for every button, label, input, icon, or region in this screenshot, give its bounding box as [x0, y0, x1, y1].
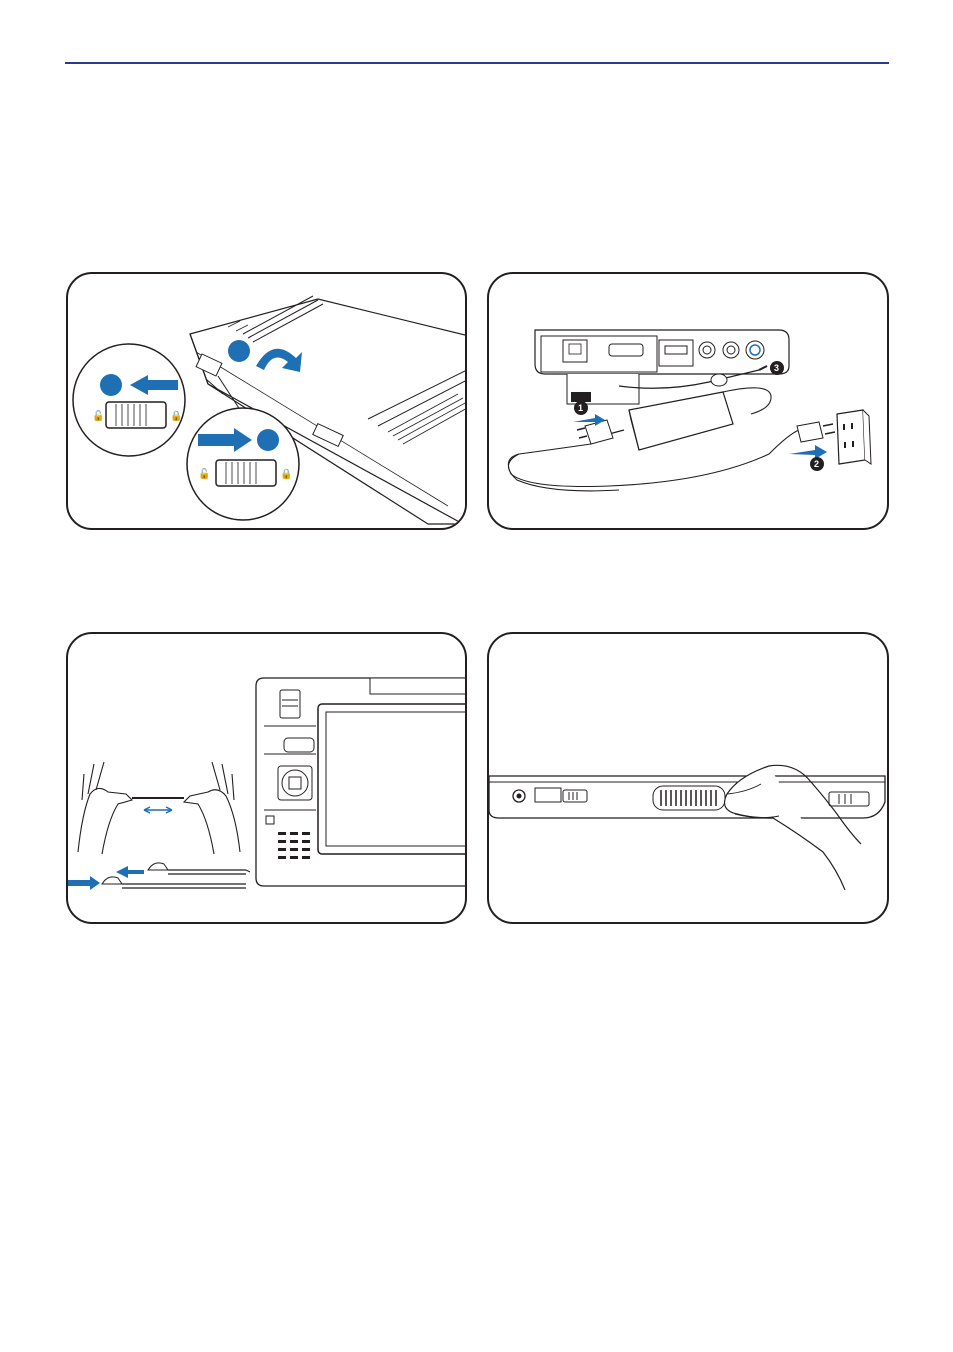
hands-icon — [78, 788, 132, 854]
wall-outlet-icon — [837, 410, 865, 464]
switch-icon — [563, 790, 587, 802]
power-connection-illustration: 1 3 2 — [489, 274, 889, 530]
callout-2-label: 2 — [814, 459, 819, 469]
figure-battery-latch: 🔓 🔒 🔓 🔒 — [66, 272, 467, 530]
svg-text:🔒: 🔒 — [280, 468, 292, 480]
arrow-right-icon — [789, 445, 827, 459]
figure-stylus — [66, 632, 467, 924]
callout-3-label: 3 — [774, 363, 779, 373]
figure-side-view — [487, 632, 889, 924]
lock-icon: 🔒 — [170, 410, 182, 422]
header-rule — [65, 62, 889, 64]
battery-latch-illustration: 🔓 🔒 🔓 🔒 — [68, 274, 467, 530]
arrow-right-icon — [68, 876, 100, 890]
double-arrow-icon — [144, 807, 172, 813]
callout-1-label: 1 — [578, 403, 583, 413]
lan-port-icon — [563, 340, 587, 362]
svg-text:🔓: 🔓 — [198, 467, 210, 480]
arrow-left-icon — [116, 866, 144, 878]
vent-icon — [653, 786, 725, 810]
zoom-circle-unlock — [73, 344, 185, 456]
usb-icon — [535, 788, 561, 802]
callout-3 — [228, 340, 250, 362]
callout-2 — [257, 429, 279, 451]
power-adapter — [629, 392, 733, 450]
unlock-icon: 🔓 — [92, 409, 104, 422]
hdmi-port — [609, 344, 643, 356]
figure-power-connection: 1 3 2 — [487, 272, 889, 530]
stylus-illustration — [68, 634, 467, 924]
side-view-illustration — [489, 634, 889, 924]
callout-1 — [100, 374, 122, 396]
usb-icon — [665, 346, 687, 354]
